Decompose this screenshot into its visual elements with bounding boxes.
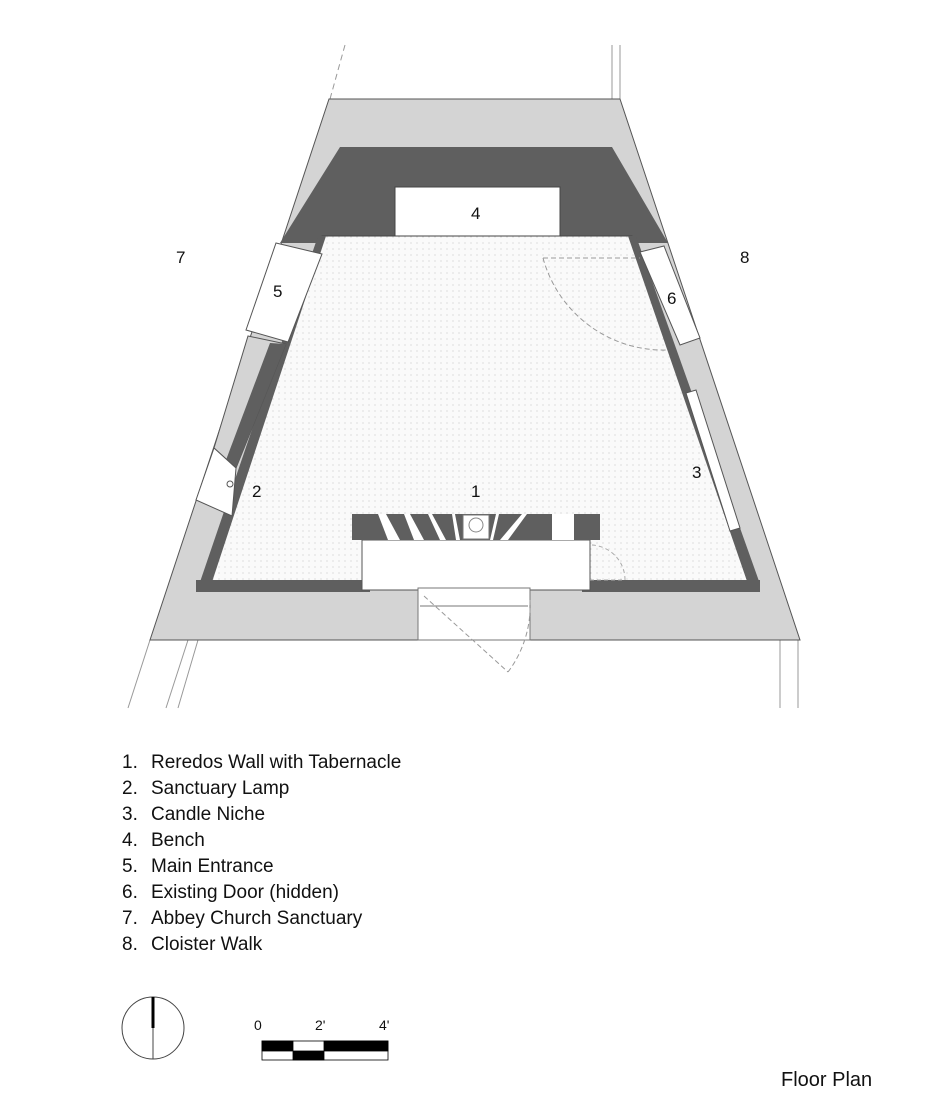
drawing-title: Floor Plan — [781, 1069, 873, 1091]
south-entry — [417, 587, 531, 641]
scale-label-4: 4' — [379, 1017, 390, 1033]
tabernacle-icon — [468, 517, 484, 533]
plan-label-6: 6 — [667, 289, 677, 308]
plan-label-4: 4 — [471, 204, 481, 223]
legend-num: 5. — [122, 856, 138, 877]
legend-text: Existing Door (hidden) — [151, 882, 339, 903]
bench — [394, 186, 561, 237]
entry-door-swing — [423, 595, 531, 673]
legend-text: Reredos Wall with Tabernacle — [151, 752, 402, 773]
legend-num: 4. — [122, 830, 138, 851]
tabernacle — [462, 514, 490, 540]
legend-item: 1. Reredos Wall with Tabernacle — [122, 750, 401, 776]
south-wall-lining-left — [196, 580, 370, 592]
plan-label-5: 5 — [273, 282, 283, 301]
legend-text: Main Entrance — [151, 856, 274, 877]
reredos-slits — [378, 514, 574, 540]
legend-num: 8. — [122, 934, 138, 955]
legend-text: Cloister Walk — [151, 934, 263, 955]
legend-item: 4. Bench — [122, 828, 401, 854]
context-lines — [127, 44, 799, 709]
sanctuary-lamp — [226, 480, 234, 488]
legend-text: Bench — [151, 830, 205, 851]
legend-text: Sanctuary Lamp — [151, 778, 290, 799]
reredos-door-swing — [590, 544, 626, 581]
legend-item: 8. Cloister Walk — [122, 932, 401, 958]
plan-label-8: 8 — [740, 248, 750, 267]
scale-bar — [261, 1040, 389, 1061]
plan-label-3: 3 — [692, 463, 702, 482]
scale-label-2: 2' — [315, 1017, 326, 1033]
legend-item: 2. Sanctuary Lamp — [122, 776, 401, 802]
legend-num: 1. — [122, 752, 138, 773]
reredos-base — [361, 539, 591, 591]
legend-text: Candle Niche — [151, 804, 266, 825]
main-entrance — [245, 242, 323, 343]
west-wall-pier-dark — [226, 343, 286, 468]
legend-num: 6. — [122, 882, 138, 903]
candle-niche — [685, 389, 741, 532]
legend-item: 7. Abbey Church Sanctuary — [122, 906, 401, 932]
legend-item: 5. Main Entrance — [122, 854, 401, 880]
legend-num: 3. — [122, 804, 138, 825]
legend-num: 2. — [122, 778, 138, 799]
plan-label-1: 1 — [471, 482, 481, 501]
lamp-alcove — [195, 447, 237, 517]
legend-num: 7. — [122, 908, 138, 929]
legend-text: Abbey Church Sanctuary — [151, 908, 363, 929]
scale-label-0: 0 — [254, 1017, 262, 1033]
existing-door — [639, 245, 701, 346]
legend: 1. Reredos Wall with Tabernacle 2. Sanctua… — [122, 750, 401, 958]
plan-label-7: 7 — [176, 248, 186, 267]
plan-label-2: 2 — [252, 482, 262, 501]
legend-item: 6. Existing Door (hidden) — [122, 880, 401, 906]
legend-item: 3. Candle Niche — [122, 802, 401, 828]
south-wall-lining-right — [582, 580, 760, 592]
door-swing — [542, 257, 669, 351]
